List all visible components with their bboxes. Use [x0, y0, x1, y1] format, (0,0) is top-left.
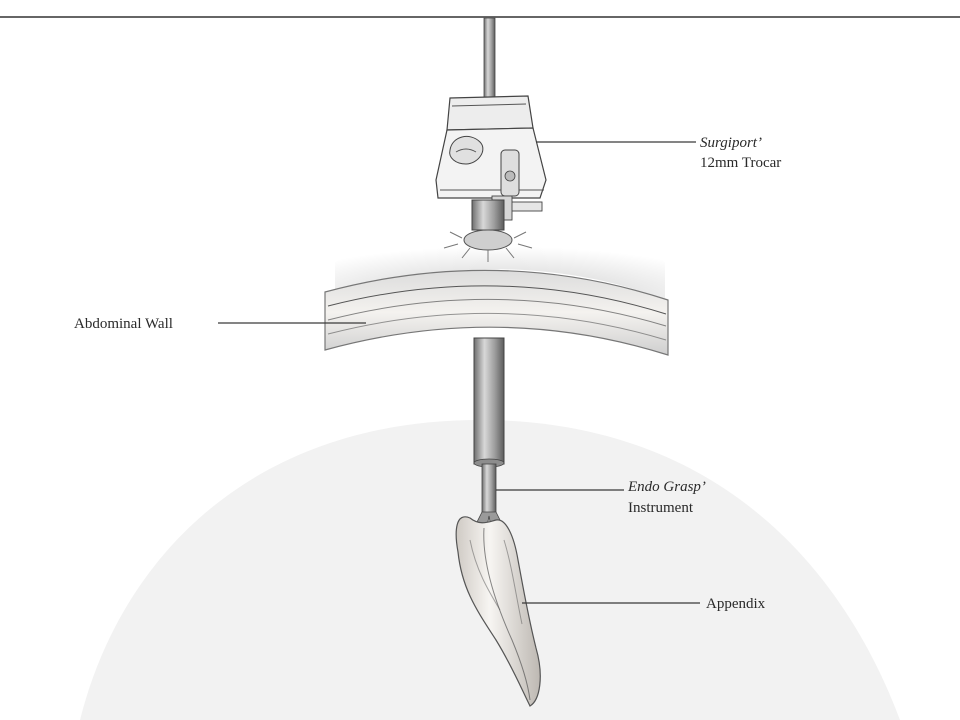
trocar-desc-label: 12mm Trocar	[700, 155, 781, 171]
trocar-housing	[435, 95, 547, 221]
appendix-organ	[455, 516, 541, 707]
abdominal-wall	[324, 269, 669, 356]
trocar-obturator-rod	[483, 17, 496, 101]
grasp-desc-label: Instrument	[628, 500, 694, 516]
trocar-cannula-neck	[443, 199, 533, 262]
grasp-brand-label: Endo Grasp’	[627, 479, 706, 495]
grasper-shaft	[481, 463, 497, 515]
skin-surface-shading	[335, 228, 665, 300]
abdominal-wall-label: Abdominal Wall	[74, 316, 173, 332]
appendix-label: Appendix	[706, 596, 766, 612]
trocar-cannula	[473, 337, 505, 465]
trocar-brand-label: Surgiport’	[700, 135, 762, 151]
